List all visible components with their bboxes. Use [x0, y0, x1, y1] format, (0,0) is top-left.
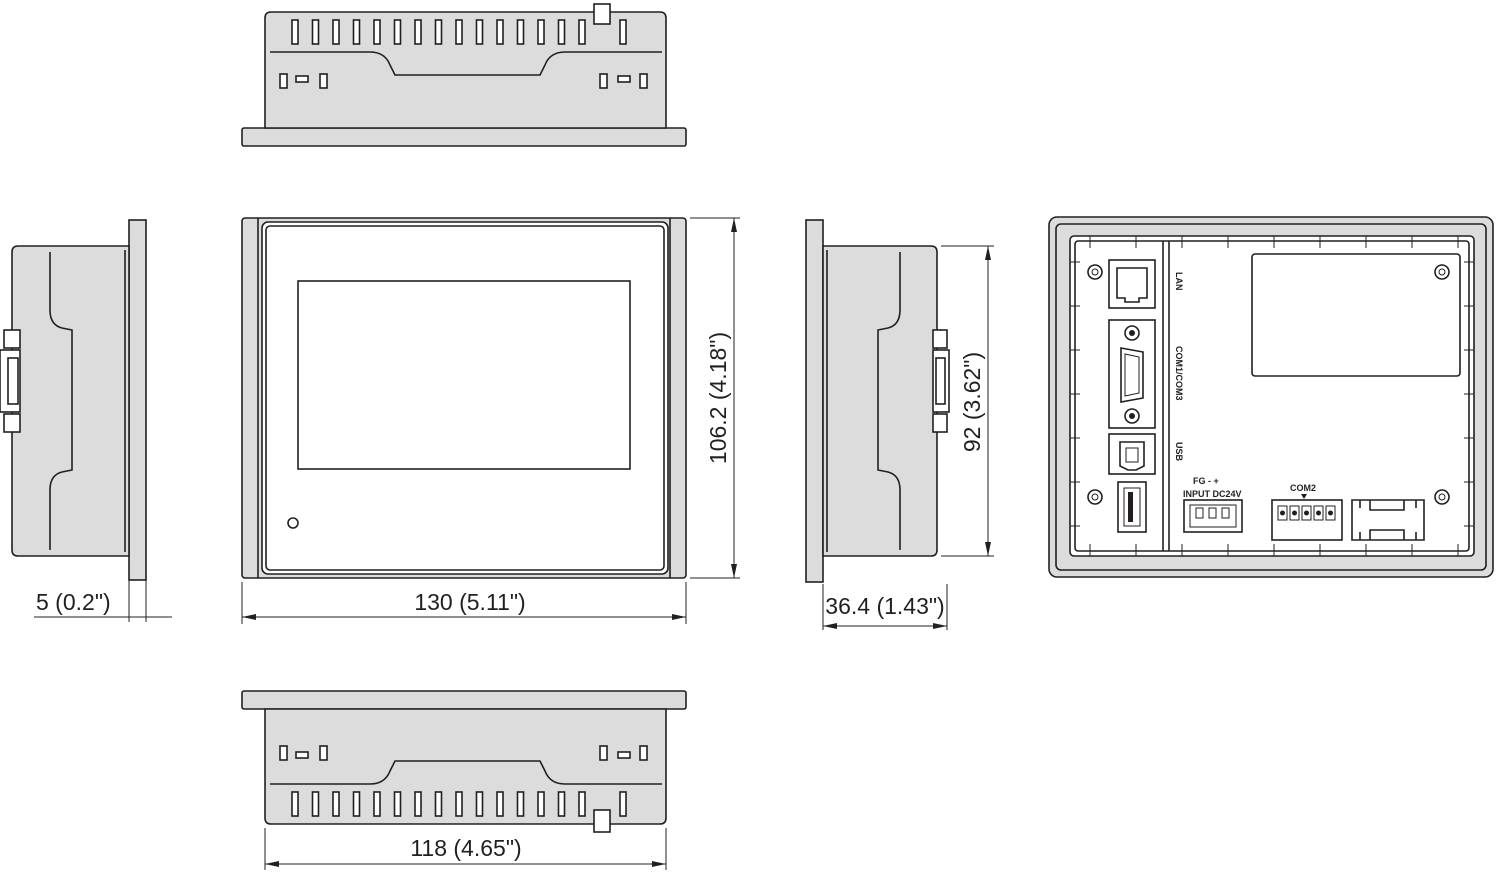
vent-slot: [578, 19, 586, 45]
com1-com3-port: [1108, 319, 1156, 429]
com2-pin-screw: [1304, 510, 1309, 516]
vent-slot: [455, 791, 463, 817]
vent-slot: [434, 19, 443, 45]
top-view-latch: [593, 3, 611, 25]
bottom-view-bezel: [241, 690, 687, 710]
power-pins-label: FG - +: [1193, 476, 1219, 486]
housing-width-label: 118 (4.65"): [410, 835, 521, 861]
vent-slot: [332, 19, 340, 45]
com2-pin: [1277, 505, 1288, 521]
top-view-vents: [291, 19, 627, 45]
vent-slot: [537, 791, 545, 817]
com2-pin: [1313, 505, 1324, 521]
top-view-recess: [270, 51, 662, 76]
com2-pin: [1325, 505, 1336, 521]
vent-slot: [332, 791, 340, 817]
usb-a-port: [1117, 481, 1147, 533]
top-view: [241, 3, 687, 147]
left-view-bezel: [128, 219, 147, 581]
display-screen: [297, 280, 631, 470]
vent-slot: [496, 19, 504, 45]
mounting-holes: [1087, 264, 1450, 505]
bottom-view-clips: [279, 745, 648, 761]
usb-label: USB: [1174, 442, 1184, 462]
bottom-view: [241, 690, 687, 833]
vent-slot: [291, 19, 299, 45]
vent-slot: [311, 791, 320, 817]
vent-slot: [352, 791, 361, 817]
front-view: [241, 217, 687, 579]
bottom-view-latch: [593, 809, 611, 833]
com2-pin-screw: [1328, 510, 1333, 516]
vent-slot: [455, 19, 463, 45]
vent-slot: [311, 19, 320, 45]
com2-label: COM2: [1290, 483, 1316, 493]
vent-slot: [475, 19, 484, 45]
vent-slot: [475, 791, 484, 817]
bottom-view-recess: [270, 760, 662, 785]
vent-slot: [434, 791, 443, 817]
usb-b-port: [1108, 433, 1156, 475]
left-side-view: [0, 219, 147, 581]
vent-slot: [557, 19, 566, 45]
vent-slot: [414, 791, 422, 817]
front-height-label: 106.2 (4.18"): [705, 332, 731, 464]
vent-slot: [619, 19, 627, 45]
dimension-lines: [34, 217, 994, 870]
com1-com3-label: COM1/COM3: [1174, 346, 1184, 401]
bottom-view-housing: [264, 708, 667, 825]
vent-slot: [291, 791, 299, 817]
vent-slot: [414, 19, 422, 45]
vent-slot: [557, 791, 566, 817]
vent-slot: [496, 791, 504, 817]
lan-port: [1108, 259, 1156, 309]
com2-pin: [1301, 505, 1312, 521]
panel-depth-label: 5 (0.2"): [36, 589, 111, 615]
power-led: [287, 517, 299, 529]
expansion-slot: [1351, 499, 1425, 541]
lan-label: LAN: [1174, 272, 1184, 291]
com2-terminal: COM2: [1271, 483, 1343, 541]
vent-slot: [373, 791, 381, 817]
top-view-clips: [279, 73, 648, 89]
power-connector: FG - + INPUT DC24V: [1183, 476, 1243, 533]
input-dc24v-label: INPUT DC24V: [1183, 489, 1242, 499]
vent-slot: [393, 791, 402, 817]
vent-slot: [578, 791, 586, 817]
com2-pin: [1289, 505, 1300, 521]
left-view-housing: [11, 245, 130, 557]
right-view-housing: [822, 245, 938, 557]
vent-slot: [619, 791, 627, 817]
housing-height-label: 92 (3.62"): [959, 352, 985, 452]
top-view-housing: [264, 11, 667, 129]
left-view-connector: [0, 329, 21, 433]
right-view-bezel: [805, 219, 824, 583]
vent-slot: [393, 19, 402, 45]
vent-slot: [516, 19, 525, 45]
front-width-label: 130 (5.11"): [414, 589, 525, 615]
vent-slot: [352, 19, 361, 45]
label-area: [1251, 253, 1461, 377]
rear-ribs: [1070, 236, 1474, 556]
com2-pin-screw: [1280, 510, 1285, 516]
right-side-view: [805, 219, 950, 583]
overall-depth-label: 36.4 (1.43"): [825, 593, 944, 619]
bottom-view-vents: [291, 791, 627, 817]
vent-slot: [516, 791, 525, 817]
com2-pin-screw: [1292, 510, 1297, 516]
right-view-connector: [932, 329, 950, 433]
top-view-bezel: [241, 127, 687, 147]
rear-view: LAN COM1/COM3 USB FG - + INPUT DC24V: [1048, 216, 1494, 578]
com2-pin-screw: [1316, 510, 1321, 516]
vent-slot: [537, 19, 545, 45]
vent-slot: [373, 19, 381, 45]
